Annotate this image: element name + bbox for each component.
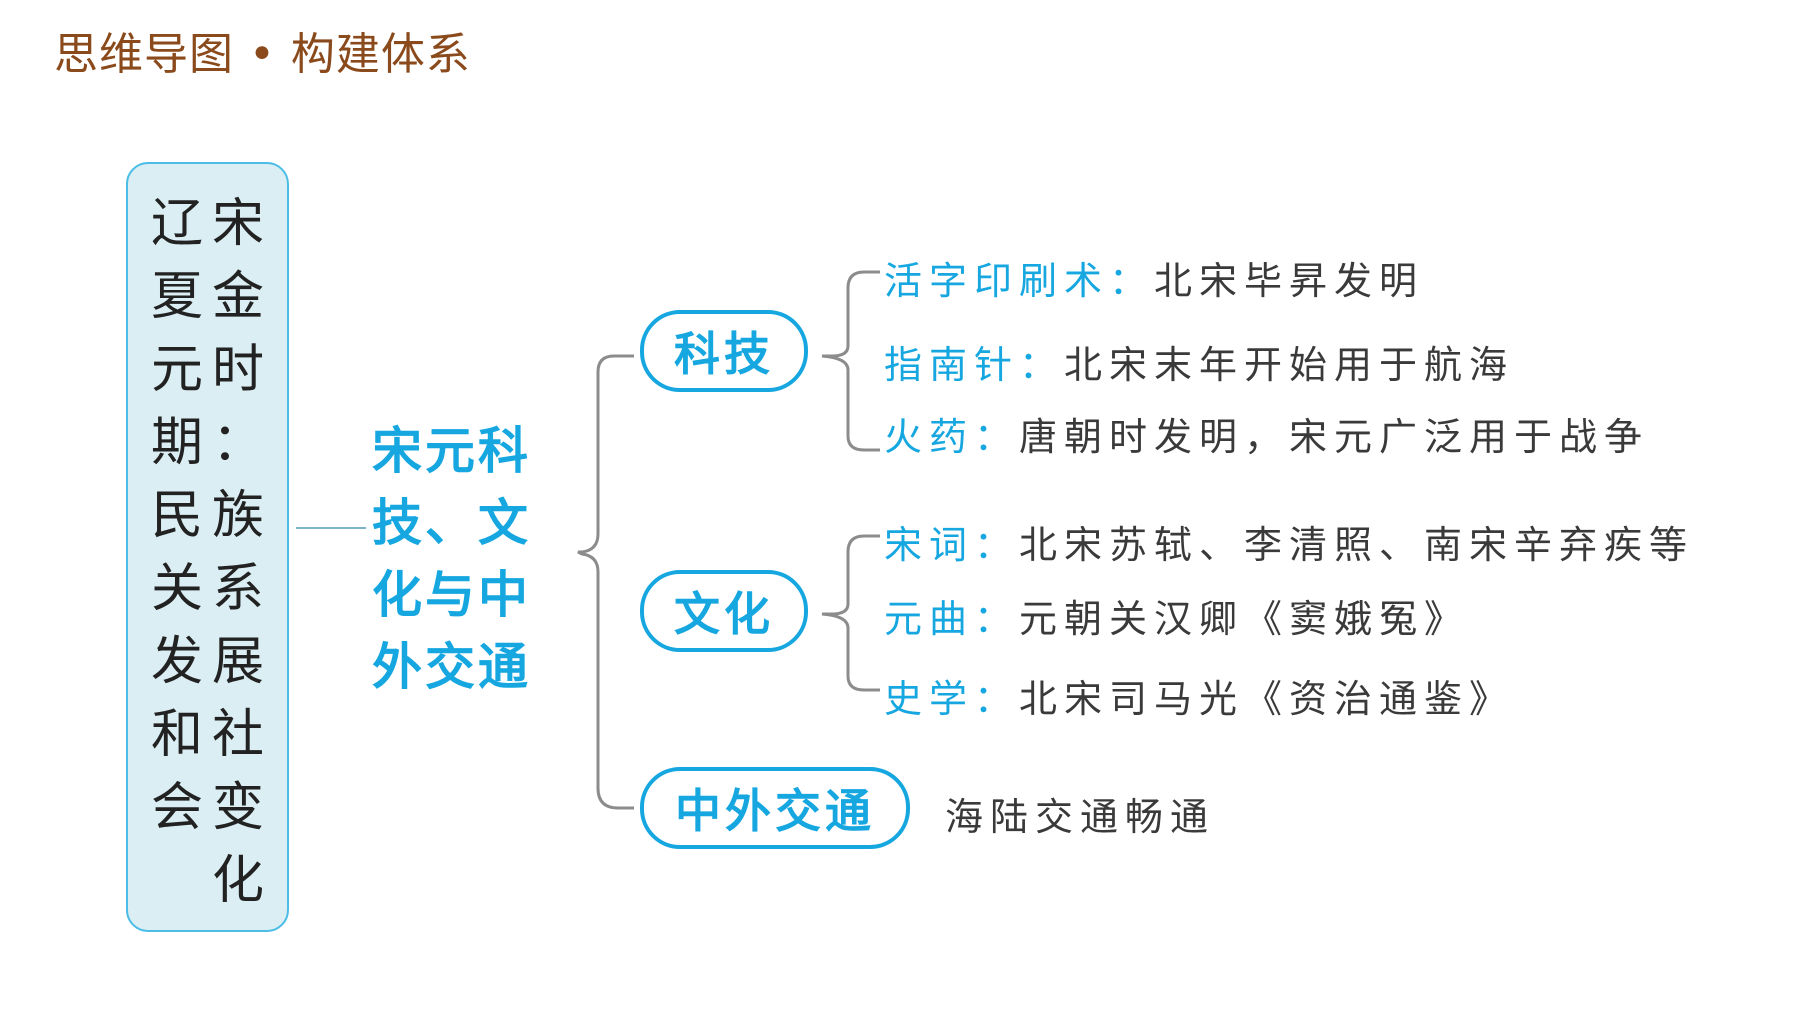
root-char: 系 — [211, 559, 264, 619]
leaf-term: 活字印刷术： — [884, 259, 1155, 303]
leaf-compass: 指南针：北宋末年开始用于航海 — [884, 334, 1514, 389]
leaf-term: 宋词： — [884, 523, 1020, 567]
leaf-desc: 北宋苏轼、李清照、南宋辛弃疾等 — [1019, 523, 1695, 567]
leaf-song-ci: 宋词：北宋苏轼、李清照、南宋辛弃疾等 — [884, 514, 1694, 569]
root-char: 民 — [150, 486, 203, 546]
topic-line: 化与中 — [372, 566, 531, 624]
root-char: 辽 — [150, 194, 203, 254]
leaf-desc: 元朝关汉卿《窦娥冤》 — [1019, 597, 1470, 641]
leaf-desc: 海陆交通畅通 — [945, 795, 1216, 839]
page-title: 思维导图 • 构建体系 — [54, 29, 471, 80]
main-brace — [577, 354, 634, 810]
root-column-left: 辽 夏 元 期 民 关 发 和 会 — [148, 188, 206, 845]
topic-line: 外交通 — [372, 638, 531, 696]
leaf-exchange: 海陆交通畅通 — [945, 786, 1215, 841]
leaf-term: 火药： — [884, 415, 1020, 459]
branch-tech: 科技 — [640, 310, 808, 392]
root-char: 族 — [211, 486, 264, 546]
leaf-desc: 北宋末年开始用于航海 — [1064, 343, 1515, 387]
leaf-term: 指南针： — [884, 343, 1065, 387]
root-node: 辽 夏 元 期 民 关 发 和 会 宋 金 时 ： 族 系 展 社 变 化 — [126, 162, 289, 932]
root-char: 变 — [211, 778, 264, 838]
leaf-historiography: 史学：北宋司马光《资治通鉴》 — [884, 668, 1514, 723]
leaf-term: 元曲： — [884, 597, 1020, 641]
leaf-desc: 北宋毕昇发明 — [1154, 259, 1425, 303]
leaf-desc: 唐朝时发明，宋元广泛用于战争 — [1019, 415, 1650, 459]
leaf-gunpowder: 火药：唐朝时发明，宋元广泛用于战争 — [884, 406, 1649, 461]
root-char: 夏 — [150, 267, 203, 327]
root-char: 会 — [150, 778, 203, 838]
root-char: 和 — [150, 705, 203, 765]
topic-line: 技、文 — [372, 494, 531, 552]
root-char: 社 — [211, 705, 264, 765]
central-topic: 宋元科 技、文 化与中 外交通 — [372, 415, 531, 703]
root-char: 展 — [211, 632, 264, 692]
leaf-movable-type: 活字印刷术：北宋毕昇发明 — [884, 250, 1424, 305]
root-char: 期 — [150, 413, 203, 473]
root-char: 元 — [150, 340, 203, 400]
tech-brace — [821, 270, 880, 452]
root-char: 关 — [150, 559, 203, 619]
root-char: 发 — [150, 632, 203, 692]
topic-line: 宋元科 — [372, 422, 531, 480]
branch-exchange: 中外交通 — [640, 767, 910, 849]
root-column-right: 宋 金 时 ： 族 系 展 社 变 化 — [209, 188, 267, 918]
root-char: 金 — [211, 267, 264, 327]
culture-brace — [821, 534, 880, 692]
branch-culture: 文化 — [640, 570, 808, 652]
leaf-yuan-qu: 元曲：元朝关汉卿《窦娥冤》 — [884, 588, 1469, 643]
leaf-desc: 北宋司马光《资治通鉴》 — [1019, 677, 1515, 721]
root-char: 宋 — [211, 194, 264, 254]
root-char: 时 — [211, 340, 264, 400]
root-char: 化 — [211, 851, 264, 911]
leaf-term: 史学： — [884, 677, 1020, 721]
root-char: ： — [211, 413, 264, 473]
